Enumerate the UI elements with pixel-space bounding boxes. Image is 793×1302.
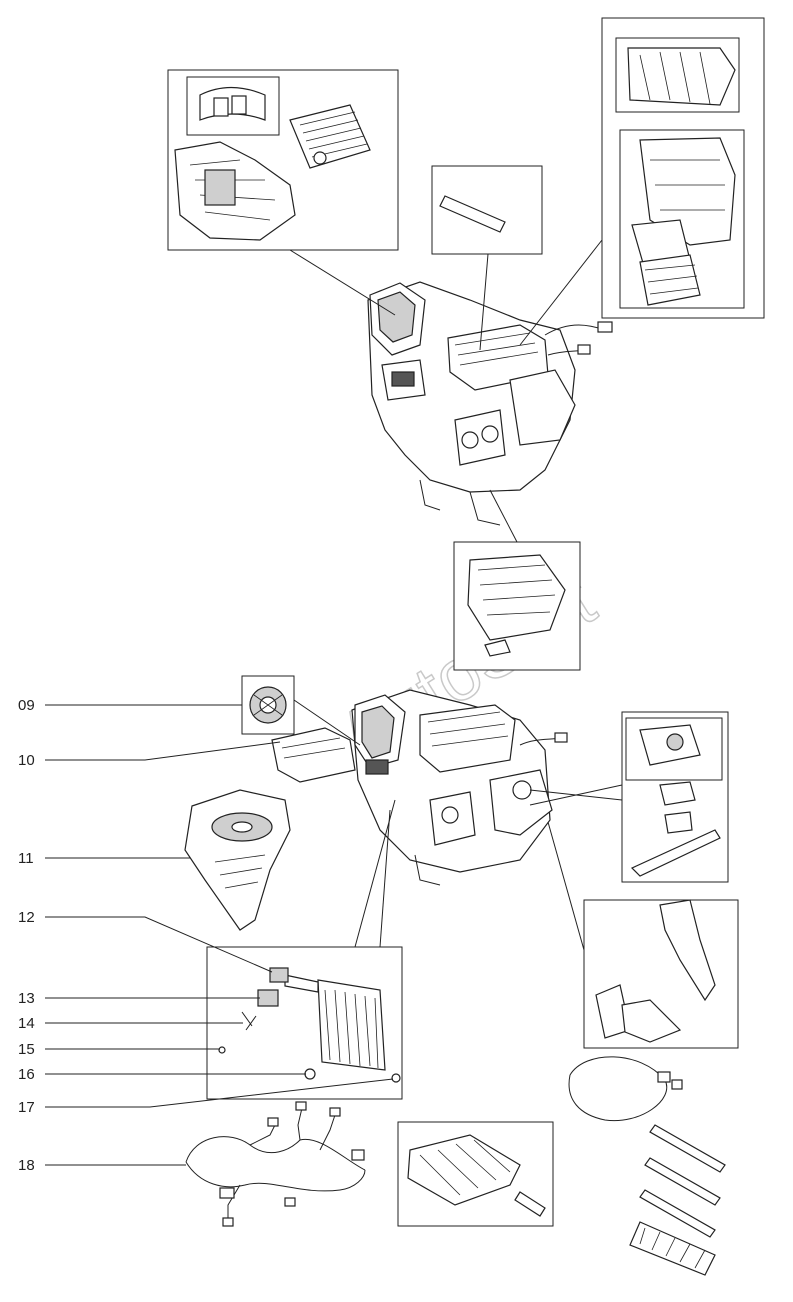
callout-11: 11 xyxy=(18,850,34,867)
callout-16: 16 xyxy=(18,1066,35,1083)
wire-harness-right xyxy=(568,1056,683,1122)
callout-12: 12 xyxy=(18,909,35,926)
leader-17 xyxy=(45,1078,394,1108)
detail-box-actuators xyxy=(529,711,729,883)
detail-box-ducts xyxy=(547,821,739,1049)
detail-box-upper-right xyxy=(519,17,765,346)
callout-10: 10 xyxy=(18,752,35,769)
callout-09: 09 xyxy=(18,697,35,714)
callout-14: 14 xyxy=(18,1015,35,1032)
top-hvac-assembly xyxy=(367,281,613,526)
blower-motor-box xyxy=(241,675,361,746)
blower-housing-11 xyxy=(184,789,291,931)
leader-upper-left xyxy=(289,249,396,316)
detail-box-middle xyxy=(453,541,581,671)
callout-17: 17 xyxy=(18,1099,35,1116)
filters-bottom-right xyxy=(629,1124,726,1276)
leader-12 xyxy=(45,916,273,973)
lower-hvac-assembly xyxy=(351,689,568,886)
duct-part-10 xyxy=(271,727,356,783)
callout-15: 15 xyxy=(18,1041,35,1058)
wire-harness-18 xyxy=(185,1101,366,1227)
leader-10 xyxy=(45,741,281,761)
detail-box-upper-middle xyxy=(431,165,543,351)
detail-box-upper-left xyxy=(167,69,399,251)
detail-box-filter xyxy=(397,1121,554,1227)
leader-middle xyxy=(489,489,518,543)
callout-13: 13 xyxy=(18,990,35,1007)
callout-18: 18 xyxy=(18,1157,35,1174)
